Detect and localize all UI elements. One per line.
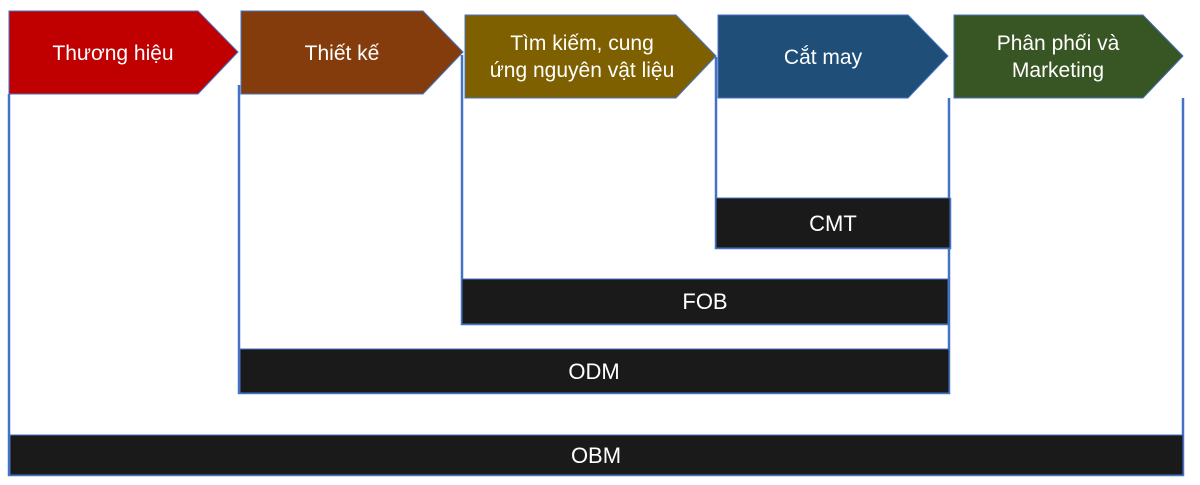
model-odm-bar bbox=[239, 348, 950, 394]
stage-design-shape bbox=[240, 10, 464, 95]
stage-sourcing-shape bbox=[464, 14, 717, 99]
stage-sourcing-label: Tìm kiếm, cung bbox=[510, 32, 654, 55]
model-odm: ODM bbox=[239, 348, 950, 394]
stage-sourcing: Tìm kiếm, cung ứng nguyên vật liệu bbox=[464, 14, 717, 99]
model-fob-bar bbox=[461, 278, 949, 325]
stage-distribution-label: Phân phối và bbox=[997, 32, 1120, 55]
model-odm-label: ODM bbox=[568, 359, 619, 384]
model-bars: CMT FOB ODM OBM bbox=[9, 197, 1184, 476]
stage-distribution: Phân phối và Marketing bbox=[953, 14, 1184, 99]
model-obm-label: OBM bbox=[571, 443, 621, 468]
model-obm-bar bbox=[9, 434, 1184, 476]
stage-design-label: Thiết kế bbox=[305, 42, 380, 65]
stage-brand: Thương hiệu bbox=[8, 10, 239, 95]
model-cmt: CMT bbox=[715, 197, 951, 249]
stage-brand-label: Thương hiệu bbox=[52, 42, 173, 65]
stages: Thương hiệu Thiết kế Tìm kiếm, cung ứng … bbox=[8, 10, 1184, 99]
stage-design: Thiết kế bbox=[240, 10, 464, 95]
stage-cut-make-label: Cắt may bbox=[784, 46, 863, 69]
stage-sourcing-label-line2: ứng nguyên vật liệu bbox=[490, 59, 675, 82]
stage-distribution-shape bbox=[953, 14, 1184, 99]
stage-distribution-label-line2: Marketing bbox=[1012, 59, 1104, 82]
model-cmt-label: CMT bbox=[809, 211, 857, 236]
stage-brand-shape bbox=[8, 10, 239, 95]
stage-cut-make: Cắt may bbox=[717, 14, 949, 99]
model-fob: FOB bbox=[461, 278, 949, 325]
stage-cut-make-shape bbox=[717, 14, 949, 99]
model-fob-label: FOB bbox=[682, 289, 727, 314]
model-cmt-bar bbox=[715, 197, 951, 249]
model-obm: OBM bbox=[9, 434, 1184, 476]
brackets bbox=[7, 55, 1185, 477]
